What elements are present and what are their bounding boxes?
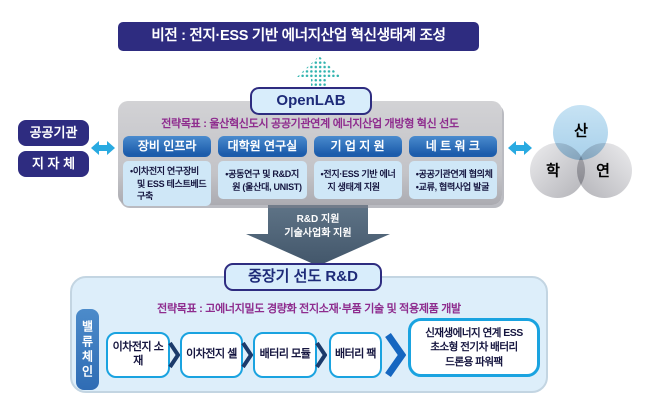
vision-banner: 비전 : 전지·ESS 기반 에너지산업 혁신생태계 조성 bbox=[118, 22, 479, 51]
application-line-1: 신재생에너지 연계 ESS bbox=[425, 327, 523, 340]
column-header: 네 트 워 크 bbox=[408, 136, 497, 157]
column-header: 기 업 지 원 bbox=[313, 136, 402, 157]
midterm-goal: 전략목표 : 고에너지밀도 경량화 전지소재·부품 기술 및 적용제품 개발 bbox=[157, 303, 461, 315]
openlab-panel: 전략목표 : 울산혁신도시 공공기관연계 에너지산업 개방형 혁신 선도 장비 … bbox=[118, 101, 502, 206]
midterm-title: 중장기 선도 R&D bbox=[224, 263, 382, 291]
industry-academia-research-venn: 산 학 연 bbox=[528, 104, 638, 200]
label-local-government: 지 자 체 bbox=[18, 151, 89, 177]
support-line-2: 기술사업화 지원 bbox=[284, 228, 352, 239]
value-chain-label-box: 밸류체인 bbox=[76, 309, 99, 390]
column-body: 전지·ESS 기반 에너지 생태계 지원 bbox=[313, 161, 402, 199]
column-graduate-lab: 대학원 연구실 공동연구 및 R&D지원 (울산대, UNIST) bbox=[218, 136, 307, 206]
right-double-arrow-icon bbox=[508, 141, 532, 155]
industry-label: 산 bbox=[574, 122, 588, 140]
openlab-title: OpenLAB bbox=[250, 87, 372, 115]
research-circle bbox=[577, 143, 632, 198]
bullet-item: 교류, 협력사업 발굴 bbox=[415, 181, 493, 194]
application-line-2: 초소형 전기차 배터리 bbox=[430, 341, 518, 354]
chevron-right-icon bbox=[168, 341, 180, 369]
value-chain-label: 밸류체인 bbox=[80, 319, 94, 380]
left-double-arrow-icon bbox=[91, 141, 115, 155]
column-header: 대학원 연구실 bbox=[218, 136, 307, 157]
support-line-1: R&D 지원 bbox=[296, 214, 340, 225]
step-battery-module: 배터리 모듈 bbox=[253, 332, 317, 378]
bullet-item: 이차전지 연구장비 및 ESS 테스트베드 구축 bbox=[129, 165, 207, 203]
step-battery-cell: 이차전지 셀 bbox=[180, 332, 243, 378]
column-body: 공공기관연계 협의체 교류, 협력사업 발굴 bbox=[408, 161, 497, 199]
column-company-support: 기 업 지 원 전지·ESS 기반 에너지 생태계 지원 bbox=[313, 136, 402, 206]
support-down-arrow bbox=[246, 204, 390, 266]
column-body: 이차전지 연구장비 및 ESS 테스트베드 구축 bbox=[123, 161, 212, 206]
label-public-institutions: 공공기관 bbox=[18, 120, 89, 146]
application-line-3: 드론용 파워팩 bbox=[445, 355, 503, 368]
step-battery-material: 이차전지 소재 bbox=[106, 332, 170, 378]
column-header: 장비 인프라 bbox=[123, 136, 212, 157]
chevron-right-icon bbox=[241, 341, 253, 369]
openlab-columns: 장비 인프라 이차전지 연구장비 및 ESS 테스트베드 구축 대학원 연구실 … bbox=[123, 136, 497, 206]
step-applications: 신재생에너지 연계 ESS 초소형 전기차 배터리 드론용 파워팩 bbox=[408, 318, 540, 377]
big-chevron-right-icon bbox=[385, 332, 406, 378]
column-equipment-infra: 장비 인프라 이차전지 연구장비 및 ESS 테스트베드 구축 bbox=[123, 136, 212, 206]
step-battery-pack: 배터리 팩 bbox=[329, 332, 382, 378]
research-label: 연 bbox=[596, 162, 610, 180]
column-network: 네 트 워 크 공공기관연계 협의체 교류, 협력사업 발굴 bbox=[408, 136, 497, 206]
support-arrow-text: R&D 지원 기술사업화 지원 bbox=[246, 213, 390, 241]
column-body: 공동연구 및 R&D지원 (울산대, UNIST) bbox=[218, 161, 307, 199]
bullet-item: 공동연구 및 R&D지원 (울산대, UNIST) bbox=[224, 168, 302, 193]
chevron-right-icon bbox=[315, 341, 327, 369]
bullet-item: 전지·ESS 기반 에너지 생태계 지원 bbox=[320, 168, 398, 193]
academia-circle bbox=[530, 143, 585, 198]
academia-label: 학 bbox=[546, 162, 560, 180]
openlab-goal: 전략목표 : 울산혁신도시 공공기관연계 에너지산업 개방형 혁신 선도 bbox=[161, 118, 459, 130]
bullet-item: 공공기관연계 협의체 bbox=[415, 168, 493, 181]
dotted-up-arrow-icon bbox=[297, 56, 341, 97]
